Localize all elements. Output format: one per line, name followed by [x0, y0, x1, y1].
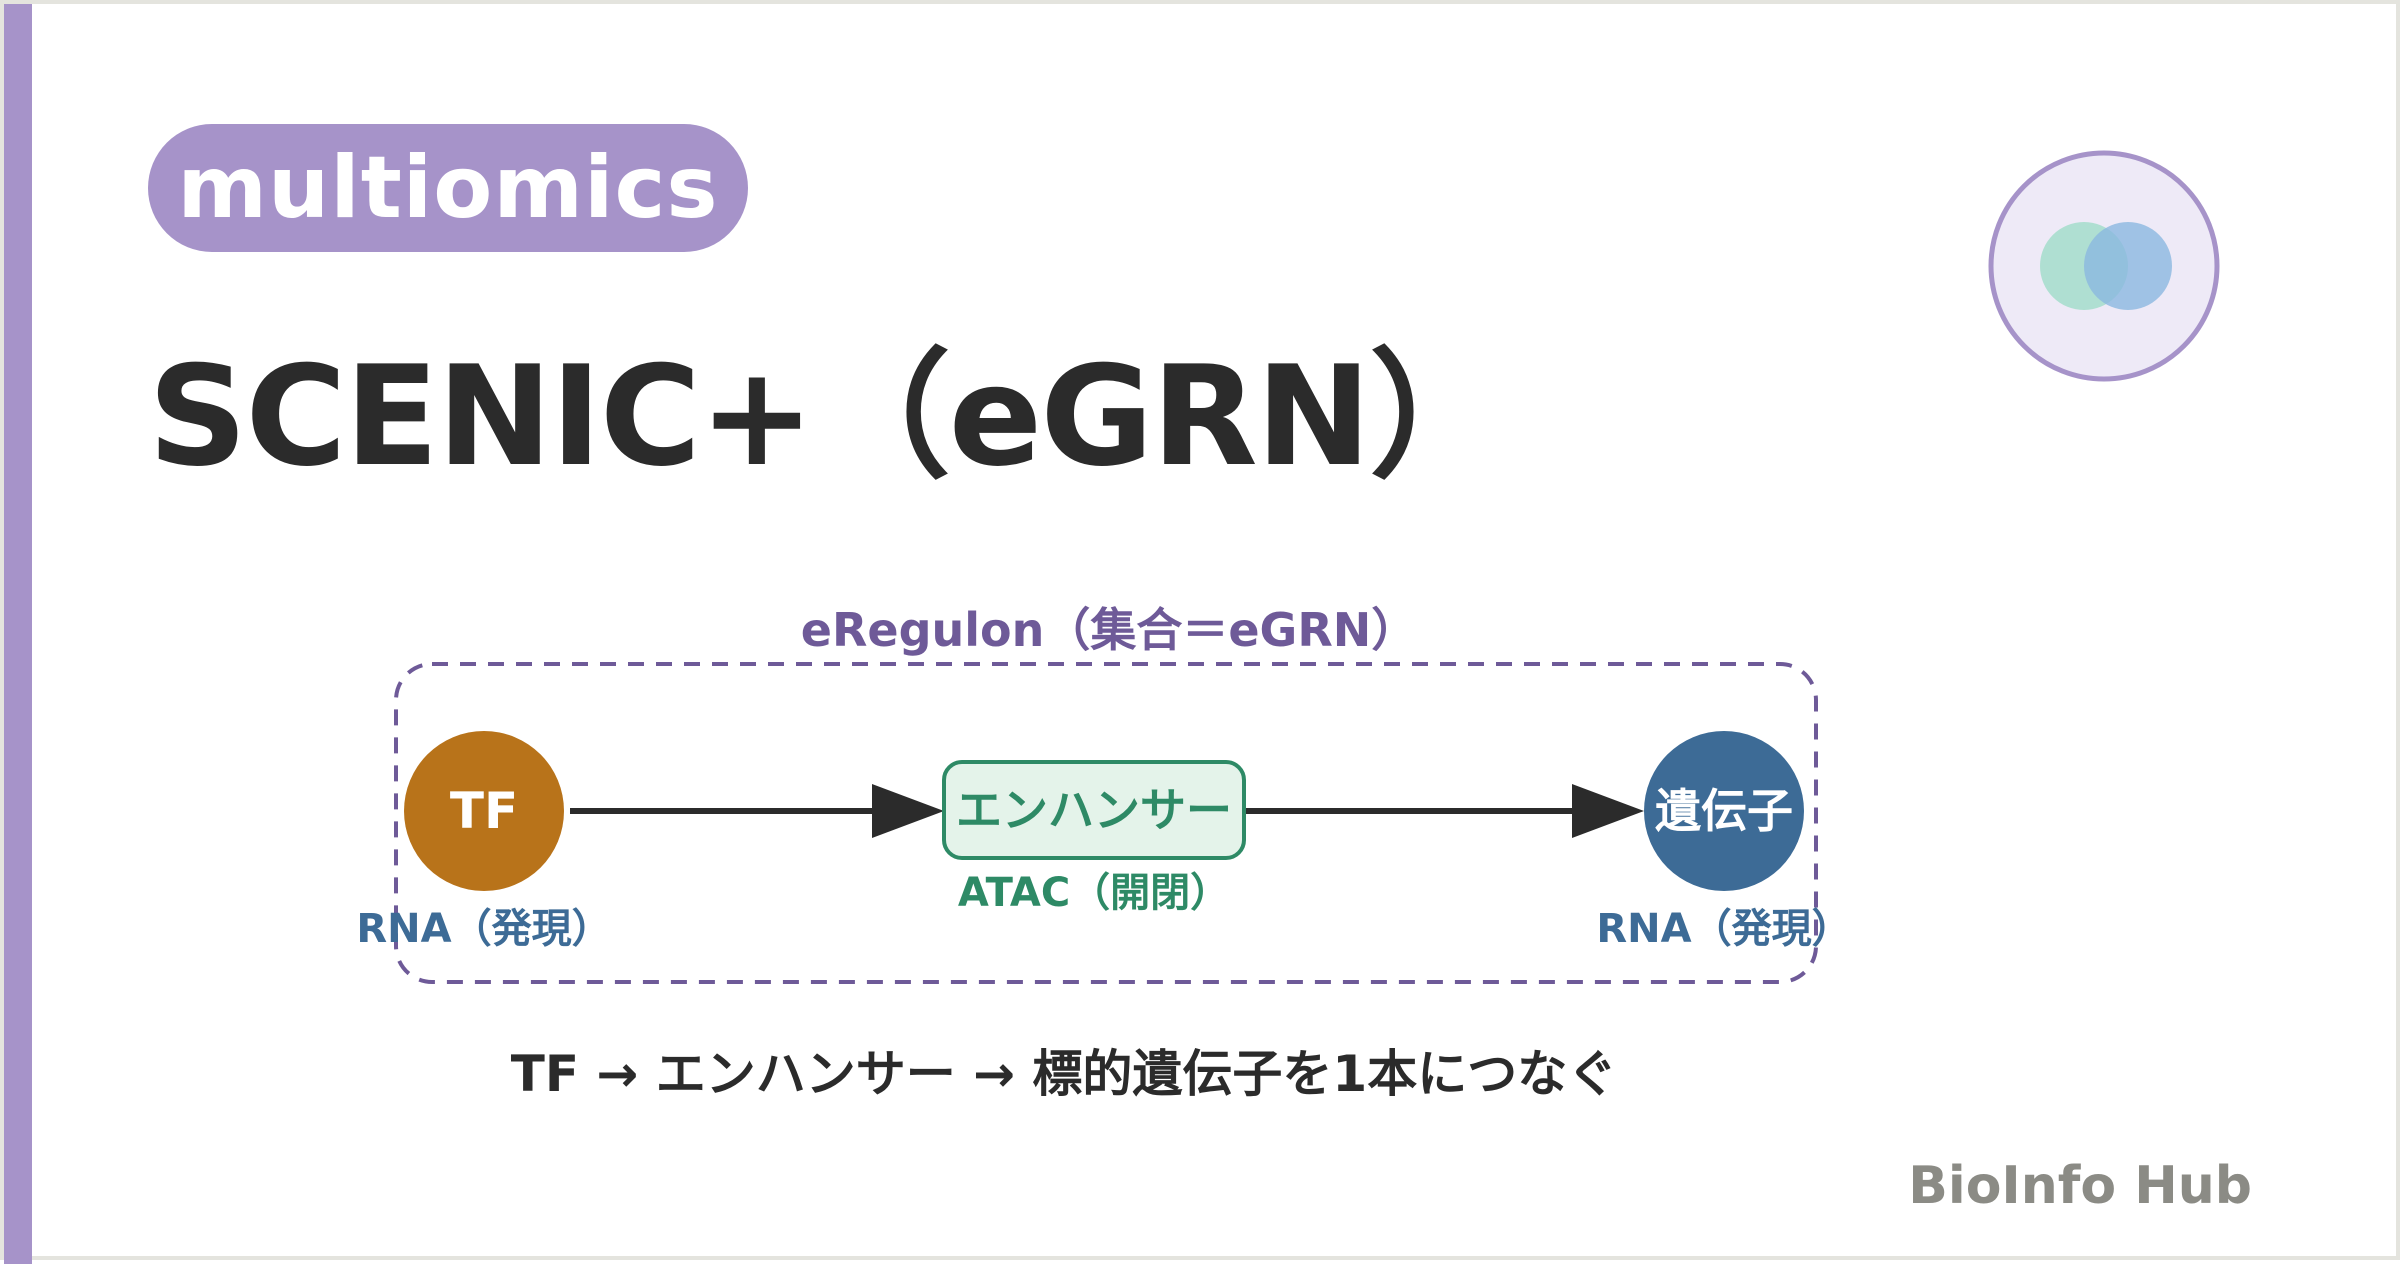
eregulon-label: eRegulon（集合＝eGRN）: [801, 603, 1418, 657]
gene-node-sublabel: RNA（発現）: [1596, 906, 1851, 952]
brand-name: BioInfo Hub: [1908, 1156, 2252, 1216]
topic-tag: multiomics: [148, 124, 748, 252]
tf-node: [404, 731, 564, 891]
tf-node-label: TF: [450, 782, 518, 840]
enhancer-node-sublabel: ATAC（開閉）: [958, 870, 1230, 916]
enhancer-node: [942, 760, 1246, 860]
gene-node: [1644, 731, 1804, 891]
arrowhead-tf-enhancer: [872, 784, 944, 838]
eregulon-boundary: [394, 662, 1818, 984]
accent-bar: [4, 4, 32, 1264]
page-title: SCENIC+（eGRN）: [148, 336, 1507, 497]
gene-node-label: 遺伝子: [1655, 784, 1793, 838]
egrn-diagram: eRegulon（集合＝eGRN） TF RNA（発現） エンハンサー ATAC…: [356, 603, 1852, 984]
arrowhead-enhancer-gene: [1572, 784, 1644, 838]
diagram-caption: TF → エンハンサー → 標的遺伝子を1本につなぐ: [510, 1045, 1618, 1103]
overlapping-circles-icon: [1988, 150, 2220, 382]
tf-node-sublabel: RNA（発現）: [356, 906, 611, 952]
enhancer-node-label: エンハンサー: [956, 783, 1232, 837]
